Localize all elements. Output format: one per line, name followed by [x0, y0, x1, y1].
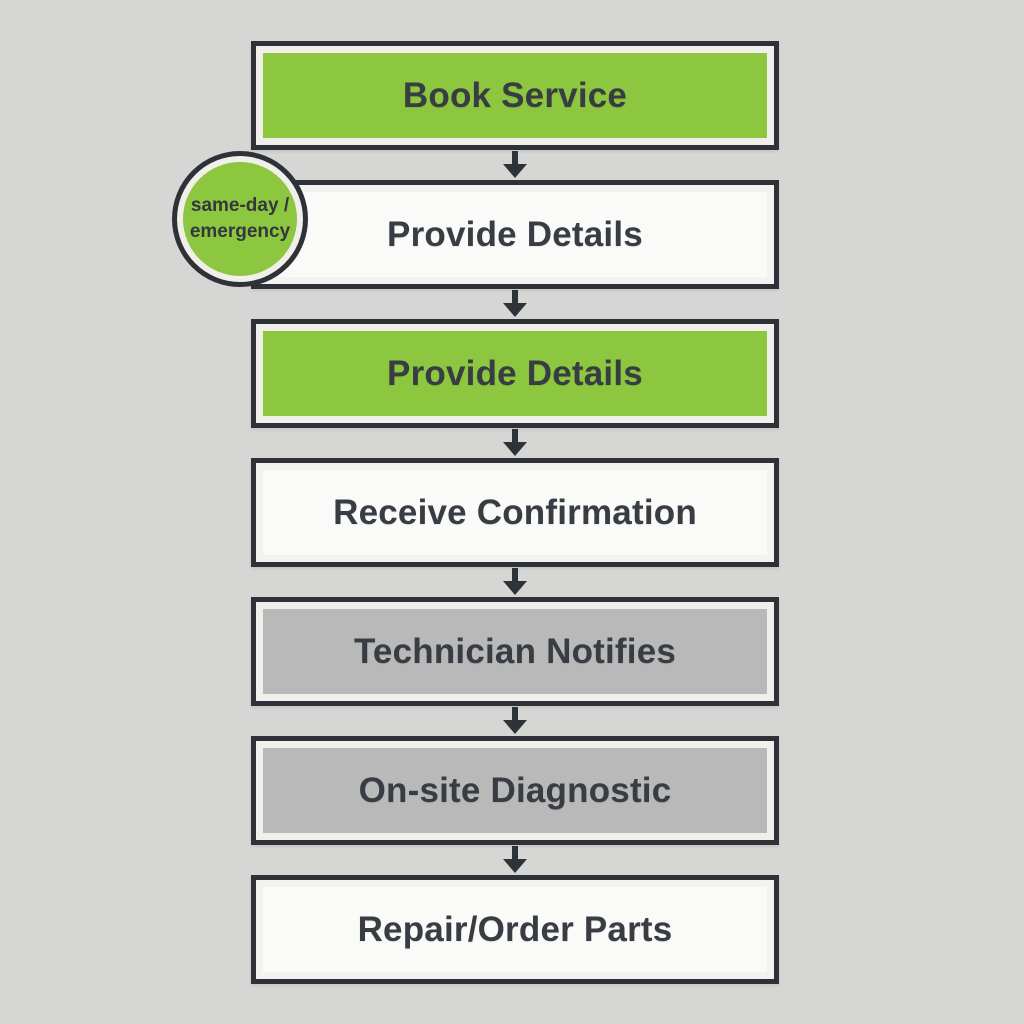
step-label: Technician Notifies: [353, 631, 677, 671]
arrow-down-icon: [251, 150, 779, 180]
step-provide-details-1: Provide Details: [251, 180, 779, 289]
step-receive-confirmation: Receive Confirmation: [251, 458, 779, 567]
arrow-down-icon: [251, 845, 779, 875]
step-label: Book Service: [402, 75, 628, 115]
arrow-down-icon: [251, 706, 779, 736]
step-label: Receive Confirmation: [333, 492, 697, 532]
same-day-emergency-badge: same-day / emergency: [172, 151, 308, 287]
step-repair-order-parts: Repair/Order Parts: [251, 875, 779, 984]
badge-line-1: same-day /: [190, 195, 290, 217]
badge-line-2: emergency: [189, 221, 291, 242]
step-label: Provide Details: [387, 353, 643, 393]
step-fill: Receive Confirmation: [263, 470, 767, 555]
arrow-down-icon: [251, 567, 779, 597]
step-on-site-diagnostic: On-site Diagnostic: [251, 736, 779, 845]
step-label: On-site Diagnostic: [358, 770, 672, 810]
step-fill: Technician Notifies: [263, 609, 767, 694]
step-fill: On-site Diagnostic: [263, 748, 767, 833]
step-fill: Book Service: [263, 53, 767, 138]
step-provide-details-2: Provide Details: [251, 319, 779, 428]
step-fill: Repair/Order Parts: [263, 887, 767, 972]
step-label: Repair/Order Parts: [357, 909, 673, 949]
arrow-down-icon: [251, 289, 779, 319]
step-label: Provide Details: [387, 214, 643, 254]
flow-column: Book Service Provide Details Provide Det…: [251, 41, 779, 984]
step-book-service: Book Service: [251, 41, 779, 150]
step-fill: Provide Details: [263, 192, 767, 277]
step-fill: Provide Details: [263, 331, 767, 416]
arrow-down-icon: [251, 428, 779, 458]
step-technician-notifies: Technician Notifies: [251, 597, 779, 706]
